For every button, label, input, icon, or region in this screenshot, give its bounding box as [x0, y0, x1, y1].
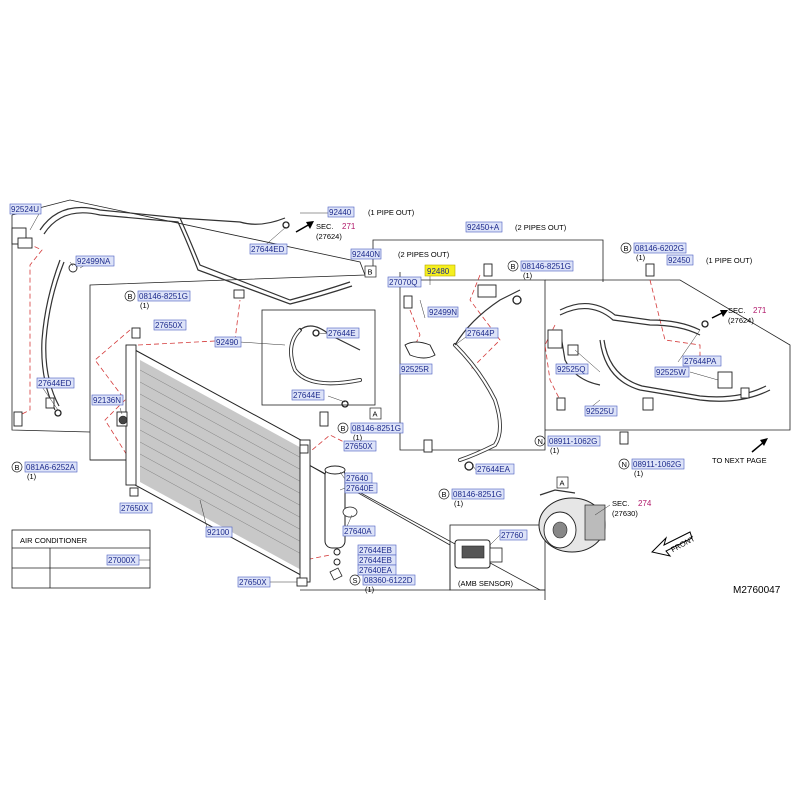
label-27650x-b: 27650X [345, 442, 373, 451]
label-27070q: 27070Q [389, 278, 417, 287]
marker-a-1: A [373, 410, 378, 419]
label-27644e-b: 27644E [293, 391, 321, 400]
text-sec-b-sub: (27624) [728, 316, 754, 325]
circle-b-6: B [442, 490, 447, 499]
text-sec-a-sub: (27624) [316, 232, 342, 241]
label-27640a: 27640A [344, 527, 372, 536]
text-sec-b-num: 271 [753, 306, 767, 315]
label-27644eb-a: 27644EB [359, 546, 392, 555]
circle-b-5: B [15, 463, 20, 472]
small-parts [11, 221, 750, 471]
text-qty-8251g-d: (1) [454, 499, 464, 508]
text-air-conditioner: AIR CONDITIONER [20, 536, 88, 545]
label-08911-1062g-b: 08911-1062G [633, 460, 681, 469]
arrows [295, 221, 768, 557]
label-92525r: 92525R [401, 365, 429, 374]
label-081a6-6252a: 081A6-6252A [26, 463, 76, 472]
label-92525q: 92525Q [557, 365, 585, 374]
text-sec-b: SEC. [728, 306, 746, 315]
circle-b-4: B [341, 424, 346, 433]
label-92480: 92480 [427, 267, 450, 276]
label-27640: 27640 [346, 474, 369, 483]
label-27640ea: 27640EA [359, 566, 393, 575]
diagram-code: M2760047 [733, 585, 781, 596]
label-92490: 92490 [216, 338, 239, 347]
text-qty-08360: (1) [365, 585, 375, 594]
arrow-icon [295, 221, 314, 233]
label-27644ea-a: 27644EA [477, 465, 511, 474]
text-qty-6202g: (1) [636, 253, 646, 262]
text-qty-8251g-a: (1) [523, 271, 533, 280]
compressor [538, 489, 606, 553]
arrow-icon [751, 438, 768, 453]
circle-n-1: N [538, 437, 543, 446]
label-08146-8251g-a: 08146-8251G [522, 262, 571, 271]
label-27000x: 27000X [108, 556, 136, 565]
text-qty-8251g-c: (1) [353, 433, 363, 442]
text-sec-c: SEC. [612, 499, 630, 508]
pipes [39, 206, 771, 462]
label-27650x-a: 27650X [155, 321, 183, 330]
text-qty-8251g-b: (1) [140, 301, 150, 310]
text-1-pipe-out-b: (1 PIPE OUT) [706, 256, 753, 265]
label-27644pa: 27644PA [684, 357, 717, 366]
text-2-pipes-out-a: (2 PIPES OUT) [515, 223, 567, 232]
label-92136n: 92136N [93, 396, 121, 405]
label-27644e-a: 27644E [328, 329, 356, 338]
label-92440n: 92440N [352, 250, 380, 259]
condenser [125, 327, 311, 587]
circle-b-3: B [128, 292, 133, 301]
label-92525w: 92525W [656, 368, 686, 377]
label-92450a: 92450+A [467, 223, 500, 232]
circle-n-2: N [622, 460, 627, 469]
text-qty-081a6: (1) [27, 472, 37, 481]
label-08146-8251g-c: 08146-8251G [352, 424, 401, 433]
circle-b-1: B [624, 244, 629, 253]
text-sec-c-sub: (27630) [612, 509, 638, 518]
text-qty-08911-a: (1) [550, 446, 560, 455]
arrow-icon [711, 310, 728, 319]
label-92499n: 92499N [429, 308, 457, 317]
text-amb-sensor: (AMB SENSOR) [458, 579, 514, 588]
label-08146-6202g: 08146-6202G [635, 244, 684, 253]
label-92524u: 92524U [11, 205, 39, 214]
label-27644ed-b: 27644ED [38, 379, 72, 388]
label-27644eb-b: 27644EB [359, 556, 392, 565]
text-qty-08911-b: (1) [634, 469, 644, 478]
label-92525u: 92525U [586, 407, 614, 416]
text-to-next-page: TO NEXT PAGE [712, 456, 767, 465]
label-08911-1062g-a: 08911-1062G [549, 437, 597, 446]
marker-b-1: B [368, 268, 373, 277]
label-27650x-c: 27650X [121, 504, 149, 513]
label-08146-8251g-d: 08146-8251G [453, 490, 502, 499]
label-92100: 92100 [207, 528, 230, 537]
label-92450: 92450 [668, 256, 691, 265]
circle-s-1: S [353, 576, 358, 585]
label-08146-8251g-b: 08146-8251G [139, 292, 188, 301]
label-27650x-d: 27650X [239, 578, 267, 587]
label-27640e: 27640E [346, 484, 374, 493]
text-2-pipes-out-b: (2 PIPES OUT) [398, 250, 450, 259]
amb-sensor [454, 539, 503, 569]
label-27760: 27760 [501, 531, 524, 540]
label-08360-6122d: 08360-6122D [364, 576, 413, 585]
text-sec-c-num: 274 [638, 499, 652, 508]
front-arrow-icon [651, 531, 693, 557]
label-27644ed: 27644ED [251, 245, 285, 254]
label-27644p: 27644P [467, 329, 495, 338]
text-sec-a-num: 271 [342, 222, 356, 231]
marker-a-2: A [560, 479, 565, 488]
label-92440: 92440 [329, 208, 352, 217]
circle-b-2: B [511, 262, 516, 271]
text-1-pipe-out-a: (1 PIPE OUT) [368, 208, 415, 217]
part-labels: 92524U 92440 (1 PIPE OUT) SEC. 271 (2762… [9, 203, 781, 596]
text-sec-a: SEC. [316, 222, 334, 231]
label-92499na: 92499NA [77, 257, 111, 266]
